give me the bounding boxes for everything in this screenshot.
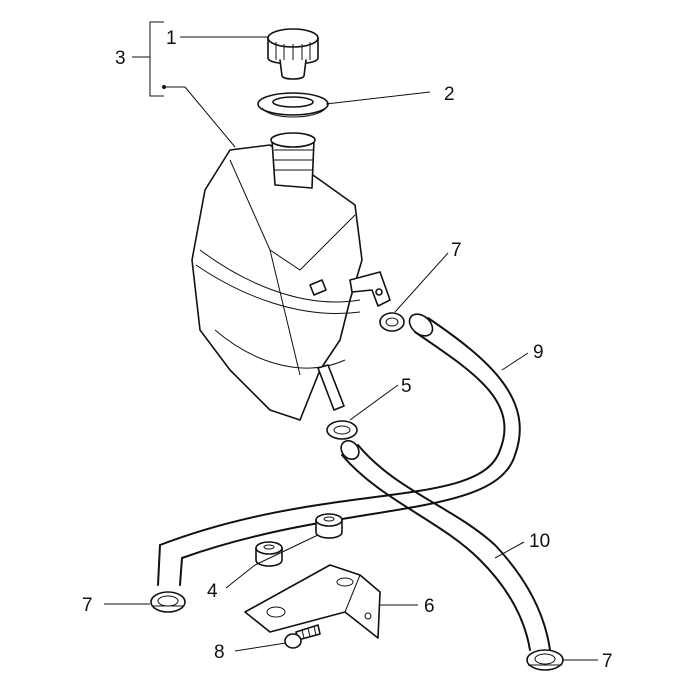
callout-gasket: 2 xyxy=(444,84,455,105)
leader-lines xyxy=(104,21,598,661)
callout-clamp-left: 7 xyxy=(82,595,93,616)
callout-clamp-right: 7 xyxy=(602,651,613,672)
callout-assembly: 3 xyxy=(115,48,126,69)
callout-clamp-tank-outlet: 5 xyxy=(401,376,412,397)
hose-upper xyxy=(157,313,521,586)
coolant-tank xyxy=(191,132,391,421)
callout-screw: 8 xyxy=(214,642,225,663)
gasket-ring xyxy=(257,92,329,118)
callout-hose-lower: 10 xyxy=(529,531,550,552)
callout-bracket: 6 xyxy=(424,596,435,617)
hose-clamp-left xyxy=(150,591,186,613)
callout-rubber-mount: 4 xyxy=(207,581,218,602)
mounting-bracket xyxy=(244,564,381,639)
rubber-mount-rear xyxy=(315,513,343,539)
callout-cap: 1 xyxy=(166,28,177,49)
hose-clamp-tank-outlet xyxy=(326,420,358,440)
screw xyxy=(284,624,321,649)
callout-hose-upper: 9 xyxy=(533,342,544,363)
hose-lower xyxy=(340,439,551,651)
callout-clamp-upper-right: 7 xyxy=(451,240,462,261)
hose-clamp-right xyxy=(526,649,564,671)
filler-cap xyxy=(267,28,319,80)
hose-clamp-upper-right xyxy=(379,312,405,332)
